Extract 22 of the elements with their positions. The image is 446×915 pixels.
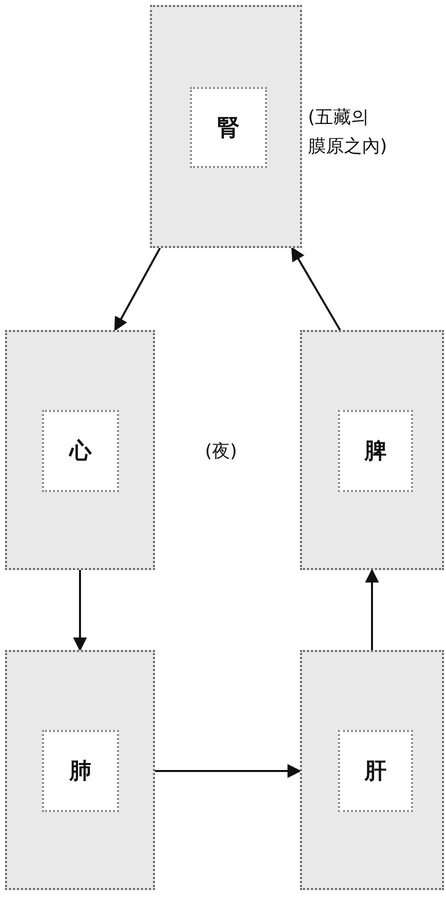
arrow: [155, 764, 302, 778]
organ-panel: [5, 650, 155, 890]
annotation-text: (夜): [205, 440, 238, 464]
organ-box: [42, 410, 119, 492]
organ-name: 心: [70, 438, 92, 466]
organ-box: [338, 730, 413, 812]
organ-panel: [5, 330, 155, 570]
organ-name: 腎: [218, 114, 240, 142]
organ-name: 肝: [364, 758, 386, 786]
organ-name: 脾: [364, 438, 386, 466]
organ-panel: [300, 330, 444, 570]
organ-panel: [150, 5, 302, 248]
arrow: [365, 568, 379, 650]
arrow: [73, 570, 87, 652]
organ-panel: [300, 650, 444, 890]
organ-box: [190, 87, 267, 168]
annotation-text: (五藏의 膜原之內): [308, 106, 388, 159]
organ-name: 肺: [70, 758, 92, 786]
organ-box: [338, 410, 413, 492]
arrow: [114, 248, 161, 332]
organ-box: [42, 730, 119, 812]
arrow: [291, 246, 341, 330]
